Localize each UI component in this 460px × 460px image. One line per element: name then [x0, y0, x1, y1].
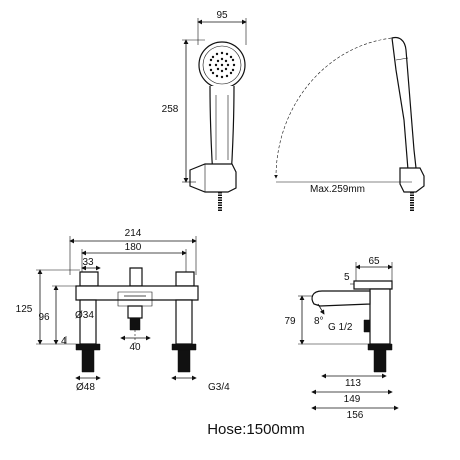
- dim-side-height: 79: [284, 316, 296, 327]
- side-body: [369, 288, 391, 345]
- outlet-aerator: [129, 317, 141, 331]
- dim-total-height: 125: [16, 304, 33, 315]
- spout-outlet: [127, 305, 143, 319]
- dim-top-gap: 5: [344, 272, 350, 283]
- left-handle: [79, 271, 99, 287]
- right-shank: [177, 349, 191, 373]
- mixer-side-view: 65 5 8° G 1/2 79 113 149 156: [284, 256, 399, 421]
- dim-side-1: 113: [345, 378, 361, 389]
- dim-spout-offset: 65: [368, 256, 380, 267]
- side-bracket: [399, 167, 425, 193]
- left-pillar: [79, 299, 97, 345]
- left-base: [75, 343, 101, 351]
- side-lever: [353, 280, 393, 290]
- side-spout: [311, 290, 371, 307]
- dim-outlet-thread: G 1/2: [328, 322, 353, 333]
- bridge-body: [75, 285, 199, 301]
- side-outlet: [363, 319, 371, 333]
- side-base: [367, 343, 393, 351]
- dim-inlet-offset: 33: [82, 257, 94, 268]
- dim-overall-width: 214: [125, 228, 142, 239]
- left-shank: [81, 349, 95, 373]
- dim-thread-size: G3/4: [208, 382, 230, 393]
- side-shank: [373, 349, 387, 373]
- dim-side-2: 149: [344, 394, 361, 405]
- right-pillar: [175, 299, 193, 345]
- dim-side-3: 156: [347, 410, 364, 421]
- dim-outlet-diameter: Ø34: [75, 310, 94, 321]
- dim-handset-width: 95: [216, 10, 228, 21]
- reach-arc: [274, 37, 393, 179]
- spray-nozzles: [208, 51, 236, 79]
- handset-side-view: Max.259mm: [274, 36, 425, 212]
- dim-body-height: 96: [38, 312, 50, 323]
- wall-bracket: [189, 163, 237, 193]
- mixer-front-view: 214 180 33 125 96 Ø34 4 40: [16, 228, 230, 393]
- right-handle: [175, 271, 195, 287]
- right-base: [171, 343, 197, 351]
- handset-profile: [391, 36, 417, 171]
- dim-max-reach: Max.259mm: [310, 184, 365, 195]
- handset-front-view: 95 258: [162, 10, 247, 212]
- dim-spout-angle: 8°: [314, 316, 324, 327]
- dim-base-thickness: 4: [61, 336, 67, 347]
- diverter-knob: [129, 267, 143, 287]
- dim-outlet-spacing: 40: [129, 342, 141, 353]
- dim-handset-height: 258: [162, 104, 179, 115]
- dim-base-diameter: Ø48: [76, 382, 95, 393]
- hose-length-label: Hose:1500mm: [207, 421, 305, 438]
- dim-centres: 180: [125, 242, 142, 253]
